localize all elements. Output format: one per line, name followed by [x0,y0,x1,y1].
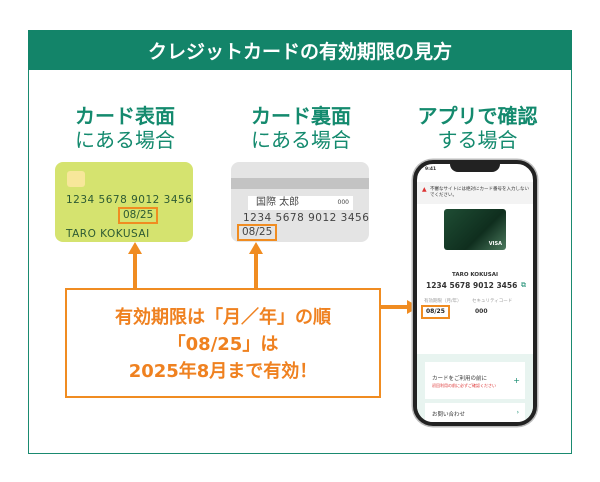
before-use-label: カードをご利用の前に [432,376,488,382]
arrow-front [133,254,137,290]
heading-line: カード表面 [75,104,175,128]
app-card-image: VISA [444,209,506,250]
app-card-number: 1234 5678 9012 3456 [426,281,518,290]
phone-mockup: 9:41 ▲ 不審なサイトには絶対にカード番号を入力しないでください。 VISA… [413,160,537,426]
explanation-box: 有効期限は「月／年」の順 「08/25」は 2025年8月まで有効！ [65,288,381,398]
column-heading-back: カード裏面にある場合 [236,104,366,152]
heading-line: にある場合 [251,128,351,152]
signature-name: 国際 太郎 [256,197,300,208]
arrow-back [254,254,258,290]
expiry-highlight: 08/25 [237,224,278,241]
app-card-name: TARO KOKUSAI [452,272,498,278]
status-time: 9:41 [425,167,437,172]
warning-icon: ▲ [422,186,427,193]
card-name: TARO KOKUSAI [66,228,150,240]
arrow-head-icon [249,242,263,254]
back-card: 国際 太郎 000 1234 5678 9012 3456 08/25 [231,162,369,242]
magnetic-stripe [231,178,369,189]
card-brand: VISA [488,241,502,247]
chip-icon [67,171,85,187]
cvv: 000 [337,199,349,206]
heading-line: カード裏面 [251,104,351,128]
message-line: 有効期限は「月／年」の順 [115,307,331,328]
signature-panel: 国際 太郎 000 [248,196,353,210]
expiry-highlight: 08/25 [118,207,159,224]
card-number: 1234 5678 9012 3456 [243,212,370,224]
heading-line: にある場合 [75,128,175,152]
copy-icon[interactable]: ⧉ [521,281,526,289]
page-title: クレジットカードの有効期限の見方 [28,30,572,70]
heading-line: する場合 [437,128,518,152]
before-use-note: 初回利用の前に必ずご確認ください [432,383,496,388]
warning-banner: ▲ 不審なサイトには絶対にカード番号を入力しないでください。 [417,182,533,204]
phone-notch [450,164,500,172]
app-lower-section: カードをご利用の前に 初回利用の前に必ずご確認ください + お問い合わせ › [417,354,533,422]
column-heading-app: アプリで確認する場合 [405,104,550,152]
arrow-app [380,305,410,309]
heading-line: アプリで確認 [417,104,538,128]
card-number: 1234 5678 9012 3456 [66,194,193,206]
app-security-code: 000 [475,308,488,315]
plus-icon[interactable]: + [513,376,520,385]
expiry-label: 有効期限（月/年） [424,299,462,304]
app-expiry-highlight: 08/25 [421,305,450,319]
column-heading-front: カード表面にある場合 [60,104,190,152]
contact-item[interactable]: お問い合わせ › [425,403,525,422]
contact-label: お問い合わせ [432,412,466,418]
before-use-item[interactable]: カードをご利用の前に 初回利用の前に必ずご確認ください + [425,362,525,399]
message-line: 「08/25」は [167,334,279,355]
arrow-head-icon [128,242,142,254]
message-line: 2025年8月まで有効！ [128,361,318,382]
front-card: 1234 5678 9012 3456 08/25 TARO KOKUSAI [55,162,193,242]
security-label: セキュリティコード [472,299,513,304]
chevron-right-icon: › [516,409,519,416]
warning-text: 不審なサイトには絶対にカード番号を入力しないでください。 [430,187,529,198]
